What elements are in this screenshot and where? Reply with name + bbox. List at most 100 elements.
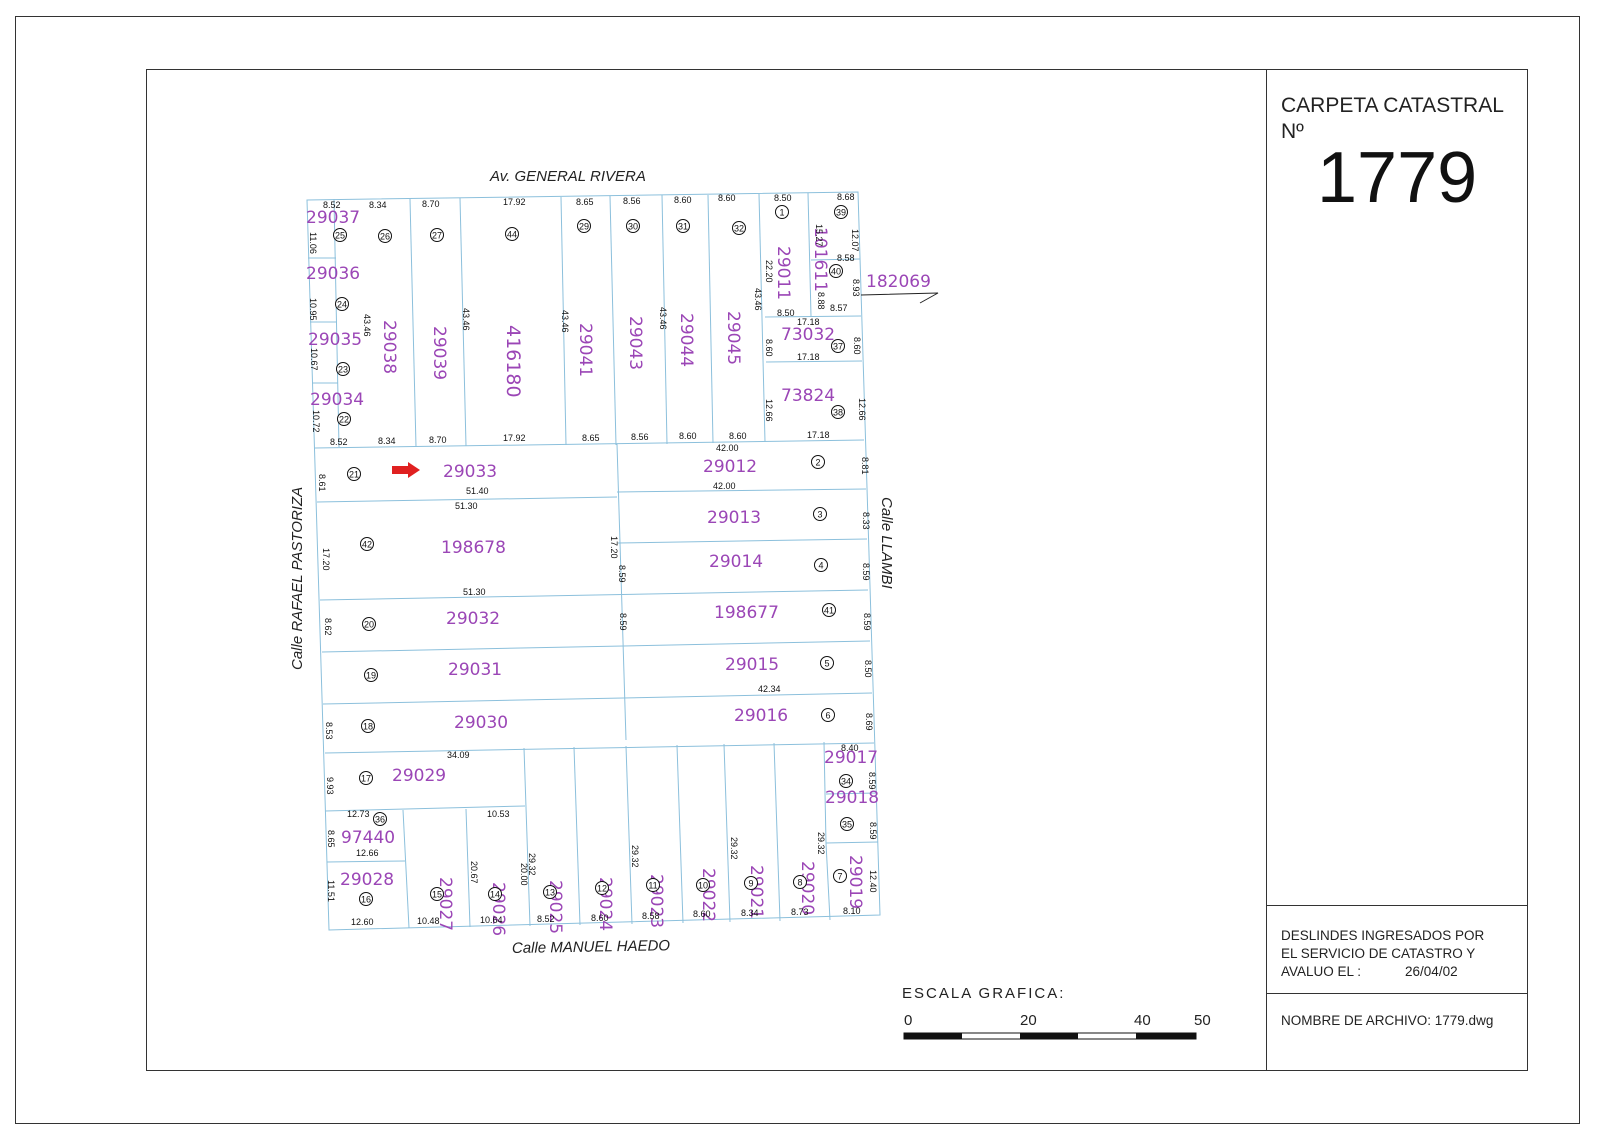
dimension-label: 42.34 <box>758 684 781 694</box>
dimension-label: 17.18 <box>807 430 830 440</box>
dimension-label: 12.66 <box>764 399 774 422</box>
map-frame <box>146 69 1528 1071</box>
lot-number-circle <box>362 617 376 631</box>
dimension-label: 8.10 <box>843 906 861 916</box>
dimension-label: 29.32 <box>630 845 640 868</box>
dimension-label: 15.27 <box>814 224 824 247</box>
lot-number-text: 34 <box>841 777 851 787</box>
lot-number-circle <box>360 537 374 551</box>
lot-number-text: 11 <box>648 881 657 891</box>
dimension-label: 42.00 <box>713 481 736 491</box>
parcel-padron-label: 29017 <box>824 748 878 768</box>
parcel-padron-label: 29037 <box>306 208 360 228</box>
dimension-label: 8.58 <box>837 253 855 263</box>
dimension-label: 8.60 <box>591 913 609 923</box>
dimension-label: 10.72 <box>311 410 321 433</box>
dimension-label: 17.18 <box>797 352 820 362</box>
dimension-label: 43.46 <box>362 314 372 337</box>
dimension-label: 8.60 <box>764 339 774 357</box>
parcel-padron-label: 29036 <box>306 264 360 284</box>
lot-number-text: 19 <box>366 671 376 681</box>
dimension-label: 8.53 <box>324 722 334 740</box>
dimension-label: 8.34 <box>378 436 396 446</box>
lot-number-circle <box>335 297 349 311</box>
scale-label-0: 0 <box>904 1012 913 1029</box>
dimension-label: 8.33 <box>861 512 871 530</box>
lot-number-text: 4 <box>818 561 823 571</box>
parcel-padron-label: 29018 <box>825 788 879 808</box>
dimension-label: 8.65 <box>326 830 336 848</box>
dimension-label: 8.50 <box>777 308 795 318</box>
dimension-label: 29.32 <box>816 832 826 855</box>
lot-number-text: 42 <box>362 540 372 550</box>
dimension-label: 8.52 <box>323 200 341 210</box>
dimension-label: 8.60 <box>674 195 692 205</box>
dimension-label: 51.40 <box>466 486 489 496</box>
dimension-label: 20.00 <box>519 863 529 886</box>
note-line-2: EL SERVICIO DE CATASTRO Y <box>1281 946 1476 961</box>
dimension-label: 51.30 <box>455 501 478 511</box>
dimension-label: 8.60 <box>852 337 862 355</box>
dimension-label: 10.67 <box>309 348 319 371</box>
dimension-label: 9.93 <box>325 777 335 795</box>
lot-number-text: 29 <box>579 222 589 232</box>
lot-number-text: 27 <box>432 231 442 241</box>
lot-number-text: 1 <box>779 208 784 218</box>
lot-number-circle <box>364 668 378 682</box>
parcel-padron-label: 73032 <box>781 325 835 345</box>
lot-number-circle <box>813 507 827 521</box>
dimension-label: 11.06 <box>308 232 318 254</box>
lot-number-text: 13 <box>545 888 555 898</box>
lot-number-circle <box>505 227 519 241</box>
parcel-padron-label: 29043 <box>625 316 645 370</box>
dimension-label: 8.34 <box>369 200 387 210</box>
lot-number-circle <box>839 774 853 788</box>
lot-number-circle <box>793 875 807 889</box>
parcel-padron-label: 29016 <box>734 706 788 726</box>
dimension-label: 17.18 <box>797 317 820 327</box>
dimension-label: 8.70 <box>429 435 447 445</box>
dimension-label: 8.50 <box>863 660 873 678</box>
lot-number-circle <box>676 219 690 233</box>
title-block-divider <box>1267 905 1528 906</box>
lot-number-circle <box>359 771 373 785</box>
lot-number-text: 44 <box>507 230 517 240</box>
parcel-padron-label: 29034 <box>310 390 364 410</box>
dimension-label: 10.53 <box>487 809 510 819</box>
parcel-padron-label: 416180 <box>502 325 524 398</box>
lot-number-circle <box>834 205 848 219</box>
parcel-padron-label: 29015 <box>725 655 779 675</box>
dimension-label: 29.32 <box>527 853 537 876</box>
dimension-label: 8.59 <box>861 563 871 581</box>
dimension-label: 29.32 <box>729 837 739 860</box>
lot-number-text: 39 <box>836 208 846 218</box>
dimension-label: 17.20 <box>609 536 619 559</box>
dimension-label: 8.65 <box>576 197 594 207</box>
lot-number-circle <box>744 876 758 890</box>
lot-number-text: 8 <box>797 878 802 888</box>
lot-number-circle <box>333 228 347 242</box>
outer-frame <box>15 16 1580 1124</box>
dimension-label: 43.46 <box>461 308 471 331</box>
lot-number-text: 5 <box>824 659 829 669</box>
title-line-1: CARPETA CATASTRAL <box>1281 94 1504 117</box>
lot-number-circle <box>811 455 825 469</box>
parcel-padron-label: 29020 <box>797 861 817 915</box>
title-block-divider <box>1267 993 1528 994</box>
parcel-padron-label: 29031 <box>448 660 502 680</box>
parcel-padron-label: 29029 <box>392 766 446 786</box>
lot-number-text: 23 <box>338 365 348 375</box>
parcel-padron-label: 29038 <box>379 320 399 374</box>
dimension-label: 8.93 <box>851 279 861 297</box>
lot-number-circle <box>814 558 828 572</box>
lot-number-circle <box>821 708 835 722</box>
lot-number-text: 31 <box>678 222 688 232</box>
lot-number-text: 14 <box>490 890 500 900</box>
lot-number-circle <box>822 603 836 617</box>
lot-number-text: 26 <box>380 232 390 242</box>
parcel-padron-label: 29033 <box>443 462 497 482</box>
dimension-label: 8.59 <box>867 772 877 790</box>
lot-number-text: 9 <box>748 879 753 889</box>
lot-number-circle <box>430 228 444 242</box>
